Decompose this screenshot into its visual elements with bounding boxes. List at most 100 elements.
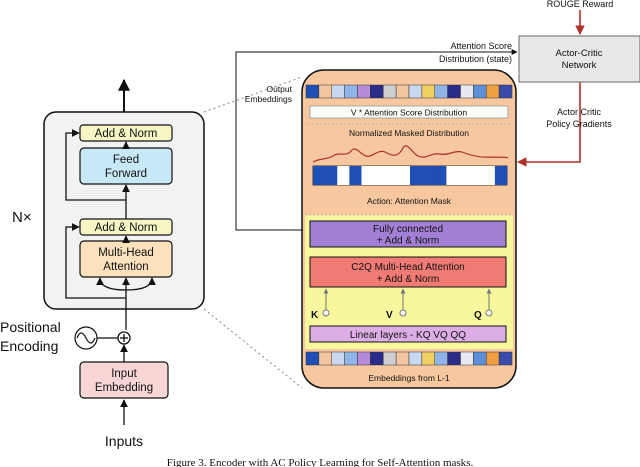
output-embedding-cell bbox=[318, 84, 333, 99]
transformer-encoder: N× Add & Norm Feed Forward Add & Norm Mu… bbox=[0, 78, 205, 449]
input-embedding-cell bbox=[305, 351, 320, 366]
mha-input-k bbox=[96, 277, 127, 291]
feed-forward-label-1: Feed bbox=[113, 154, 139, 166]
linear-layers-label: Linear layers - KQ VQ QQ bbox=[350, 330, 466, 341]
input-embedding-cell bbox=[421, 351, 436, 366]
ac-layer: Output Embeddings V * Attention Score Di… bbox=[245, 69, 517, 389]
mask-cell bbox=[422, 166, 435, 185]
rouge-reward-label: ROUGE Reward bbox=[547, 0, 614, 9]
normalized-masked-label: Normalized Masked Distribution bbox=[349, 128, 469, 138]
fully-connected-box bbox=[309, 220, 507, 248]
mask-cell bbox=[482, 166, 496, 185]
mask-cell bbox=[434, 166, 447, 185]
input-embedding-cell bbox=[395, 351, 410, 366]
output-embedding-strip bbox=[305, 84, 513, 99]
input-embedding-cell bbox=[447, 351, 461, 366]
residual-top bbox=[65, 129, 126, 201]
inputs-label: Inputs bbox=[105, 433, 143, 449]
input-embedding-box bbox=[79, 361, 169, 399]
v-attention-label: V * Attention Score Distribution bbox=[351, 108, 468, 118]
mask-cell bbox=[494, 166, 508, 185]
input-embedding-cell bbox=[331, 351, 345, 366]
mask-cell bbox=[470, 166, 484, 185]
actor-critic-network-box[interactable] bbox=[518, 35, 640, 83]
c2q-label-1: C2Q Multi-Head Attention bbox=[351, 262, 464, 273]
output-embedding-cell bbox=[473, 84, 487, 99]
mask-cell bbox=[313, 166, 326, 185]
add-norm-bottom-label: Add & Norm bbox=[95, 222, 158, 234]
mask-cell bbox=[373, 166, 387, 185]
input-embedding-cell bbox=[357, 351, 371, 366]
input-embedding-cell bbox=[383, 351, 397, 366]
output-embedding-cell bbox=[357, 84, 371, 99]
state-label-2: Distribution (state) bbox=[439, 54, 512, 64]
output-embeddings-label-2: Embeddings bbox=[245, 94, 292, 104]
mask-cell bbox=[337, 166, 350, 185]
state-label-1: Attention Score bbox=[450, 41, 512, 51]
attention-mask-strip bbox=[313, 166, 508, 185]
actor-critic-network-label-1: Actor-Critic bbox=[556, 48, 603, 59]
input-embedding-cell bbox=[498, 351, 513, 366]
zoom-line-bottom bbox=[203, 308, 303, 389]
output-embedding-cell bbox=[344, 84, 358, 99]
q-node bbox=[485, 309, 493, 317]
output-embedding-cell bbox=[421, 84, 436, 99]
action-mask-label: Action: Attention Mask bbox=[367, 196, 452, 206]
actor-critic-block: ROUGE Reward Actor-Critic Network Attent… bbox=[235, 0, 640, 231]
policy-gradients-label-1: Actor Critic bbox=[557, 107, 602, 117]
v-attention-box bbox=[309, 105, 509, 119]
embeddings-from-label: Embeddings from L-1 bbox=[368, 373, 450, 383]
mask-cell bbox=[410, 166, 423, 185]
input-embedding-label-1: Input bbox=[111, 368, 137, 380]
v-label: V bbox=[386, 310, 393, 321]
output-embedding-cell bbox=[460, 84, 474, 99]
fully-connected-label-2: + Add & Norm bbox=[377, 236, 440, 247]
output-embedding-cell bbox=[395, 84, 410, 99]
mask-cell bbox=[349, 166, 362, 185]
mask-cell bbox=[446, 166, 459, 185]
mask-cell bbox=[397, 166, 411, 185]
output-embedding-cell bbox=[305, 84, 320, 99]
sine-wave-path bbox=[76, 332, 96, 344]
zoom-line-top bbox=[203, 76, 303, 113]
mask-cell bbox=[325, 166, 338, 185]
add-norm-top-label: Add & Norm bbox=[95, 128, 158, 140]
input-embedding-strip bbox=[305, 351, 513, 366]
output-embedding-cell bbox=[486, 84, 500, 99]
add-norm-top-box bbox=[79, 124, 173, 142]
input-embedding-cell bbox=[344, 351, 358, 366]
nx-label: N× bbox=[12, 209, 32, 226]
output-embedding-cell bbox=[331, 84, 345, 99]
c2q-label-2: + Add & Norm bbox=[377, 274, 440, 285]
figure-caption: Figure 3. Encoder with AC Policy Learnin… bbox=[167, 457, 474, 467]
output-embedding-cell bbox=[408, 84, 423, 99]
residual-bottom bbox=[65, 223, 126, 299]
actor-critic-network-label-2: Network bbox=[562, 60, 597, 71]
input-embedding-cell bbox=[460, 351, 474, 366]
policy-gradients-label-2: Policy Gradients bbox=[546, 119, 612, 129]
multi-head-label-2: Attention bbox=[103, 261, 148, 273]
feed-forward-label-2: Forward bbox=[105, 168, 147, 180]
v-node bbox=[399, 309, 407, 317]
input-embedding-cell bbox=[318, 351, 333, 366]
input-embedding-cell bbox=[473, 351, 487, 366]
input-embedding-cell bbox=[408, 351, 423, 366]
positional-label-2: Encoding bbox=[0, 338, 58, 354]
distribution-curve bbox=[312, 145, 509, 163]
output-embedding-cell bbox=[383, 84, 397, 99]
output-embedding-cell bbox=[498, 84, 513, 99]
mask-cell bbox=[385, 166, 399, 185]
mask-cell bbox=[361, 166, 374, 185]
positional-label-1: Positional bbox=[0, 319, 61, 335]
policy-gradient-arrow bbox=[517, 82, 581, 167]
linear-layers-box bbox=[309, 325, 507, 343]
input-embedding-label-2: Embedding bbox=[95, 382, 153, 394]
k-node bbox=[322, 309, 330, 317]
input-embedding-cell bbox=[370, 351, 384, 366]
input-embedding-cell bbox=[486, 351, 500, 366]
multi-head-label-1: Multi-Head bbox=[98, 247, 154, 259]
k-label: K bbox=[311, 310, 319, 321]
q-label: Q bbox=[474, 310, 482, 321]
output-embedding-cell bbox=[447, 84, 461, 99]
